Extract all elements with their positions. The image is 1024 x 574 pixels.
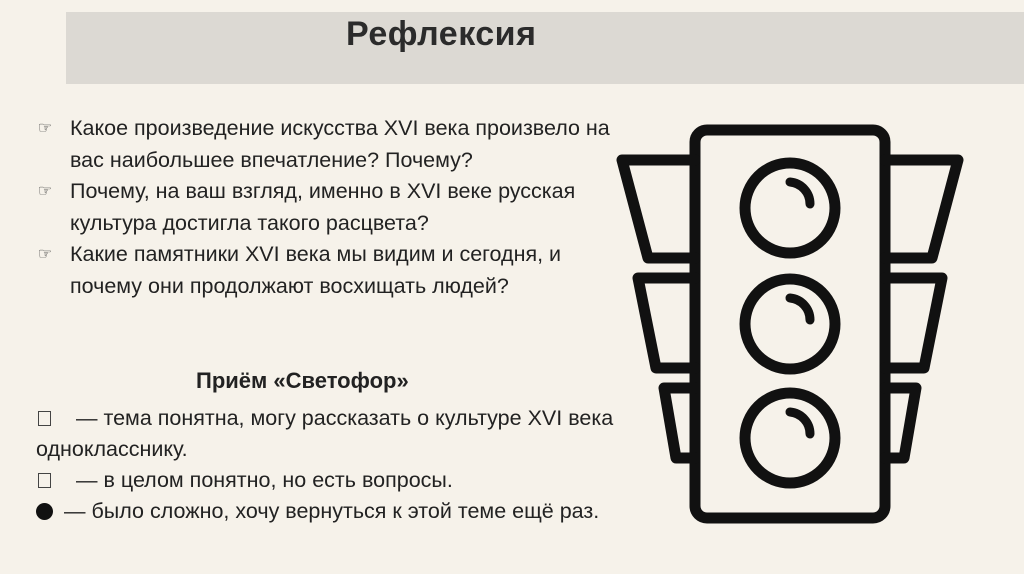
question-text: Почему, на ваш взгляд, именно в XVI веке… bbox=[70, 179, 576, 235]
question-text: Какое произведение искусства XVI века пр… bbox=[70, 116, 610, 172]
legend-item-difficult: — было сложно, хочу вернуться к этой тем… bbox=[36, 496, 616, 527]
empty-box-icon bbox=[36, 465, 76, 496]
light-top bbox=[739, 157, 841, 259]
left-visor-middle bbox=[632, 272, 701, 374]
light-top-highlight bbox=[785, 177, 815, 209]
empty-box-icon bbox=[36, 403, 76, 434]
question-item: ☞ Почему, на ваш взгляд, именно в XVI ве… bbox=[34, 176, 614, 239]
hand-pointer-icon: ☞ bbox=[37, 183, 53, 200]
light-bottom bbox=[739, 387, 841, 489]
traffic-light-legend: — тема понятна, могу рассказать о культу… bbox=[36, 403, 616, 527]
light-middle-highlight bbox=[785, 293, 815, 325]
hand-pointer-icon: ☞ bbox=[37, 120, 53, 137]
light-middle bbox=[739, 273, 841, 375]
traffic-light-icon bbox=[616, 124, 964, 524]
question-list: ☞ Какое произведение искусства XVI века … bbox=[34, 113, 614, 302]
traffic-light-body bbox=[689, 124, 891, 524]
legend-text: — в целом понятно, но есть вопросы. bbox=[76, 468, 453, 492]
hand-pointer-icon: ☞ bbox=[37, 246, 53, 263]
left-visor-bottom bbox=[658, 382, 701, 464]
legend-text: — было сложно, хочу вернуться к этой тем… bbox=[64, 499, 600, 523]
left-visor-top bbox=[616, 154, 701, 264]
right-visor-bottom bbox=[879, 382, 922, 464]
light-bottom-highlight bbox=[785, 407, 815, 439]
question-text: Какие памятники XVI века мы видим и сего… bbox=[70, 242, 562, 298]
question-item: ☞ Какие памятники XVI века мы видим и се… bbox=[34, 239, 614, 302]
right-visor-middle bbox=[879, 272, 948, 374]
question-item: ☞ Какое произведение искусства XVI века … bbox=[34, 113, 614, 176]
black-circle-icon bbox=[36, 496, 64, 527]
legend-text: — тема понятна, могу рассказать о культу… bbox=[36, 406, 614, 461]
right-visor-top bbox=[879, 154, 964, 264]
method-title: Приём «Светофор» bbox=[196, 368, 409, 393]
legend-item-questions: — в целом понятно, но есть вопросы. bbox=[36, 465, 616, 496]
slide-title: Рефлексия bbox=[346, 15, 537, 53]
title-bar bbox=[66, 12, 1024, 84]
legend-item-understood: — тема понятна, могу рассказать о культу… bbox=[36, 403, 616, 465]
